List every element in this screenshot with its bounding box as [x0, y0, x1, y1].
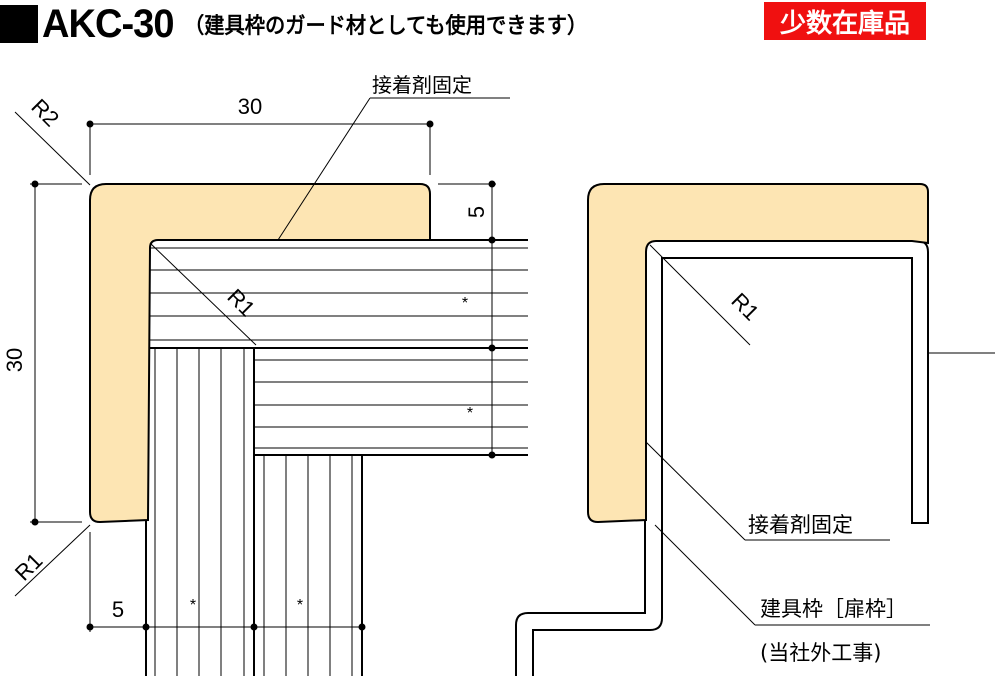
dim-right-5: 5 [464, 206, 489, 218]
radius-r1-right: R1 [727, 288, 765, 326]
adhesive-label-right: 接着剤固定 [748, 513, 853, 537]
mark-asterisk: * [190, 597, 196, 614]
dimension-lines [14, 97, 510, 632]
stock-badge: 少数在庫品 [764, 2, 926, 40]
wood-boards [145, 239, 528, 676]
mark-asterisk: * [467, 405, 473, 422]
model-name: AKC-30 [42, 1, 175, 46]
guard-profile-left [89, 183, 431, 524]
radius-r1-bottom: R1 [10, 548, 48, 586]
dim-bottom-5: 5 [112, 597, 124, 622]
mark-asterisk: * [462, 295, 468, 312]
frame-note: (当社外工事) [760, 641, 881, 665]
guard-profile-right [587, 183, 929, 524]
frame-label: 建具枠［扉枠］ [760, 597, 907, 621]
radius-r2: R2 [27, 94, 65, 132]
dim-top-30: 30 [238, 94, 262, 119]
dim-left-30: 30 [2, 348, 27, 372]
page-title: AKC-30 （建具枠のガード材としても使用できます） [0, 2, 623, 46]
title-square-icon [0, 5, 38, 43]
adhesive-label-left: 接着剤固定 [372, 73, 472, 97]
mark-asterisk: * [297, 597, 303, 614]
subtitle: （建具枠のガード材としても使用できます） [184, 14, 588, 39]
leader-lines-right [645, 244, 995, 626]
